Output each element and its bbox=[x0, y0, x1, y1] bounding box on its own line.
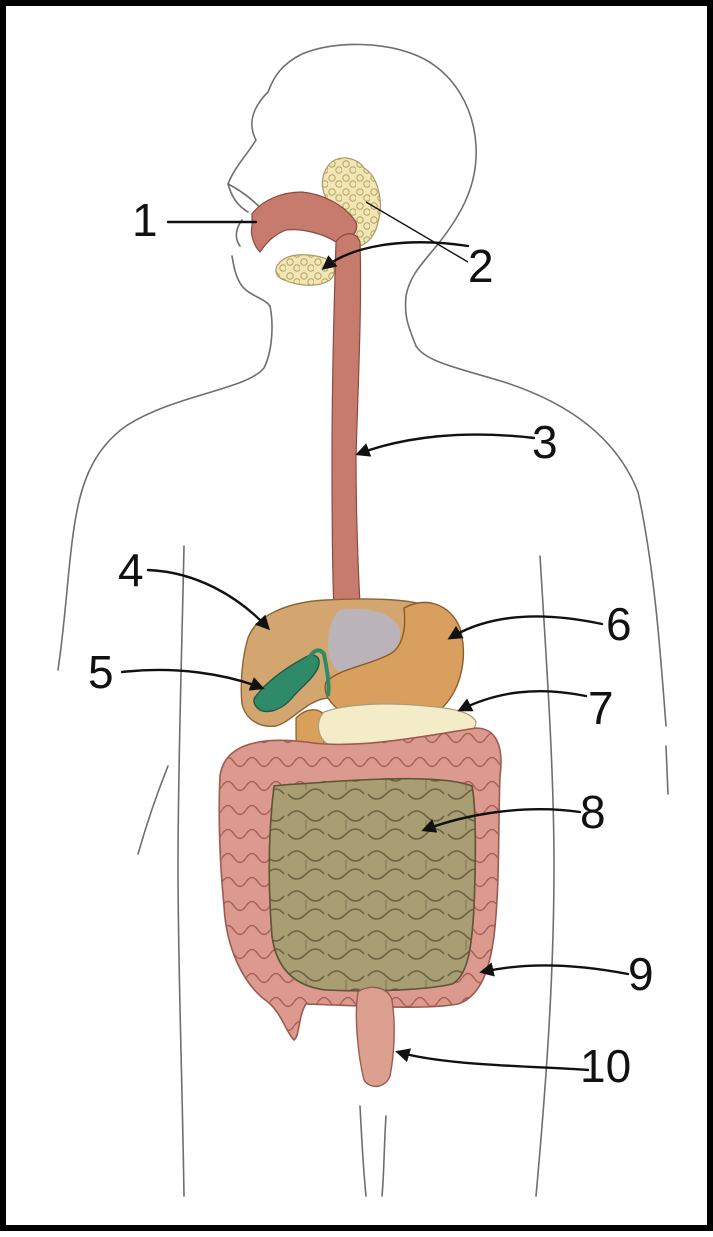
neck-left bbox=[74, 306, 272, 528]
leader-9 bbox=[482, 965, 628, 974]
pelvis-line bbox=[360, 1106, 386, 1196]
small-intestine bbox=[269, 779, 475, 991]
label-6: 6 bbox=[606, 598, 632, 650]
label-9: 9 bbox=[628, 948, 654, 1000]
left-torso bbox=[178, 546, 184, 1196]
label-8: 8 bbox=[580, 786, 606, 838]
leader-2-a bbox=[366, 202, 468, 262]
right-arm bbox=[638, 492, 668, 794]
label-1: 1 bbox=[132, 194, 158, 246]
left-arm bbox=[58, 528, 74, 670]
neck-right bbox=[416, 346, 638, 492]
leader-3 bbox=[358, 435, 534, 454]
rectum bbox=[356, 987, 394, 1086]
leader-7 bbox=[460, 691, 586, 710]
label-7: 7 bbox=[588, 682, 614, 734]
esophagus bbox=[332, 234, 361, 610]
left-arm-inner bbox=[138, 766, 168, 854]
label-10: 10 bbox=[580, 1040, 631, 1092]
label-3: 3 bbox=[532, 416, 558, 468]
leader-4 bbox=[148, 570, 268, 628]
leader-10 bbox=[398, 1052, 588, 1070]
label-5: 5 bbox=[88, 646, 114, 698]
label-2: 2 bbox=[468, 240, 494, 292]
leader-6 bbox=[450, 616, 602, 638]
label-4: 4 bbox=[118, 544, 144, 596]
submandibular-gland bbox=[276, 255, 334, 286]
right-torso bbox=[536, 556, 554, 1196]
digestive-system-diagram: 1 2 3 4 5 6 7 8 9 10 bbox=[6, 6, 713, 1237]
